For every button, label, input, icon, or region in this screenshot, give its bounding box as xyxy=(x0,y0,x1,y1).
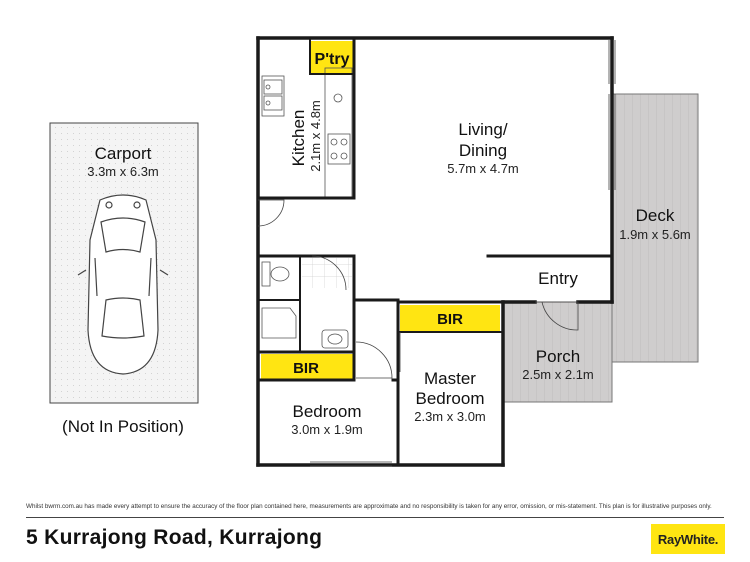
raywhite-logo-text: RayWhite. xyxy=(657,531,719,547)
living-label-line2: Dining xyxy=(459,141,507,160)
porch-area xyxy=(502,301,613,403)
bir-bedroom-area xyxy=(261,354,353,379)
deck-label: Deck xyxy=(636,206,675,225)
raywhite-logo: RayWhite. xyxy=(651,524,725,554)
bir-master-label: BIR xyxy=(437,311,463,328)
master-label-line2: Bedroom xyxy=(416,389,485,408)
bir-master-area xyxy=(400,305,500,331)
bathroom-floor xyxy=(302,258,352,288)
bedroom-label: Bedroom xyxy=(293,402,362,421)
living-dims: 5.7m x 4.7m xyxy=(447,161,519,176)
doors-windows xyxy=(257,40,616,467)
carport-dims: 3.3m x 6.3m xyxy=(87,164,159,179)
porch-label: Porch xyxy=(536,347,580,366)
porch-dims: 2.5m x 2.1m xyxy=(522,367,594,382)
master-dims: 2.3m x 3.0m xyxy=(414,409,486,424)
deck-dims: 1.9m x 5.6m xyxy=(619,227,691,242)
property-address: 5 Kurrajong Road, Kurrajong xyxy=(26,526,323,549)
bedroom-dims: 3.0m x 1.9m xyxy=(291,422,363,437)
walls xyxy=(256,36,614,467)
living-label-line1: Living/ xyxy=(458,120,507,139)
porch: Porch 2.5m x 2.1m xyxy=(502,301,613,403)
carport-label: Carport xyxy=(95,144,152,163)
kitchen-label: Kitchen xyxy=(289,110,308,167)
pantry-area xyxy=(310,41,353,74)
kitchen-dims: 2.1m x 4.8m xyxy=(308,100,323,172)
car-icon xyxy=(77,194,169,375)
pantry-label: P'try xyxy=(315,51,350,68)
deck: Deck 1.9m x 5.6m xyxy=(611,93,699,363)
carport-note: (Not In Position) xyxy=(62,417,184,436)
bir-bedroom-label: BIR xyxy=(293,360,319,377)
disclaimer-text: Whilst bwrm.com.au has made every attemp… xyxy=(26,503,712,510)
bathroom-fixtures xyxy=(261,261,349,349)
master-label-line1: Master xyxy=(424,369,476,388)
carport: Carport 3.3m x 6.3m xyxy=(49,122,199,404)
footer-divider xyxy=(26,517,724,518)
entry-label: Entry xyxy=(538,269,578,288)
